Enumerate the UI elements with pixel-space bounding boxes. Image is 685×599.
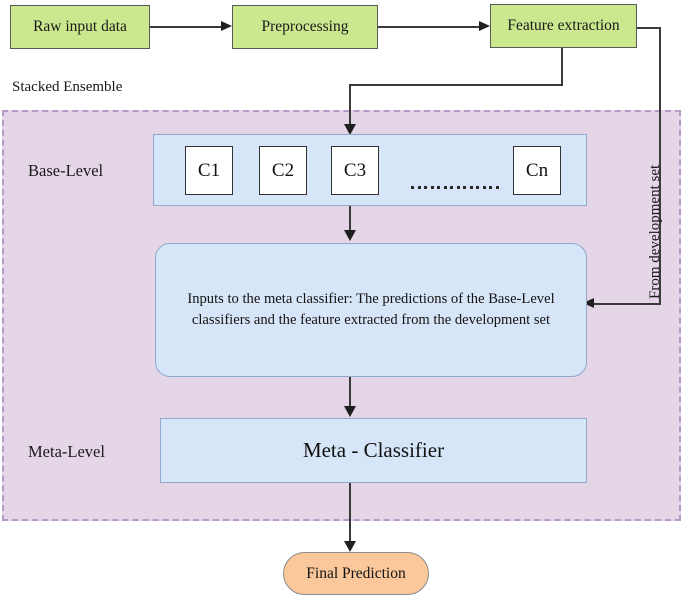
pipeline-stage-raw-input-data[interactable]: Raw input data bbox=[10, 5, 150, 49]
base-classifier-c3[interactable]: C3 bbox=[331, 146, 379, 195]
arrowhead-rail-to-meta-inputs-icon bbox=[583, 298, 594, 308]
final-prediction-label: Final Prediction bbox=[306, 564, 406, 582]
side-connector-label: From development set bbox=[647, 164, 663, 299]
arrowhead-base-to-meta-inputs-icon bbox=[344, 230, 356, 241]
connector-development-set-rail bbox=[659, 27, 661, 304]
arrowhead-preprocessing-to-feature-extraction-icon bbox=[479, 21, 490, 31]
base-classifier-c1[interactable]: C1 bbox=[185, 146, 233, 195]
connector-raw-to-preprocessing bbox=[150, 26, 222, 28]
meta-level-label: Meta-Level bbox=[28, 442, 105, 461]
arrowhead-raw-to-preprocessing-icon bbox=[221, 21, 232, 31]
base-classifier-label: Cn bbox=[525, 159, 549, 181]
stacked-ensemble-caption: Stacked Ensemble bbox=[12, 79, 123, 95]
connector-preprocessing-to-feature-extraction bbox=[378, 26, 480, 28]
pipeline-stage-label: Preprocessing bbox=[261, 18, 349, 36]
connector-feature-to-base-segment-drop bbox=[349, 84, 351, 128]
base-classifier-cn[interactable]: Cn bbox=[513, 146, 561, 195]
meta-classifier-box[interactable]: Meta - Classifier bbox=[160, 418, 587, 483]
pipeline-stage-label: Raw input data bbox=[33, 18, 127, 36]
pipeline-stage-feature-extraction[interactable]: Feature extraction bbox=[490, 4, 637, 48]
meta-classifier-label: Meta - Classifier bbox=[302, 438, 445, 462]
base-classifier-ellipsis-icon bbox=[411, 186, 499, 189]
meta-inputs-text: Inputs to the meta classifier: The predi… bbox=[187, 291, 555, 328]
connector-feature-to-rail-across bbox=[637, 27, 661, 29]
base-classifier-label: C3 bbox=[343, 159, 367, 181]
base-classifier-c2[interactable]: C2 bbox=[259, 146, 307, 195]
pipeline-stage-label: Feature extraction bbox=[507, 17, 620, 35]
connector-feature-to-base-segment-down bbox=[561, 48, 563, 85]
base-level-label: Base-Level bbox=[28, 161, 104, 180]
arrowhead-final-prediction-icon bbox=[344, 541, 356, 552]
final-prediction-node[interactable]: Final Prediction bbox=[283, 552, 429, 595]
arrowhead-feature-to-base-icon bbox=[344, 124, 356, 135]
connector-meta-classifier-to-final-prediction bbox=[349, 483, 351, 545]
meta-inputs-panel: Inputs to the meta classifier: The predi… bbox=[155, 243, 587, 377]
arrowhead-meta-inputs-to-meta-classifier-icon bbox=[344, 406, 356, 417]
connector-feature-to-base-segment-across bbox=[349, 84, 563, 86]
connector-meta-inputs-to-meta-classifier bbox=[349, 377, 351, 409]
base-classifier-label: C2 bbox=[271, 159, 295, 181]
base-classifier-label: C1 bbox=[197, 159, 221, 181]
connector-rail-to-meta-inputs bbox=[593, 303, 661, 305]
connector-base-to-meta-inputs bbox=[349, 206, 351, 233]
pipeline-stage-preprocessing[interactable]: Preprocessing bbox=[232, 5, 378, 49]
